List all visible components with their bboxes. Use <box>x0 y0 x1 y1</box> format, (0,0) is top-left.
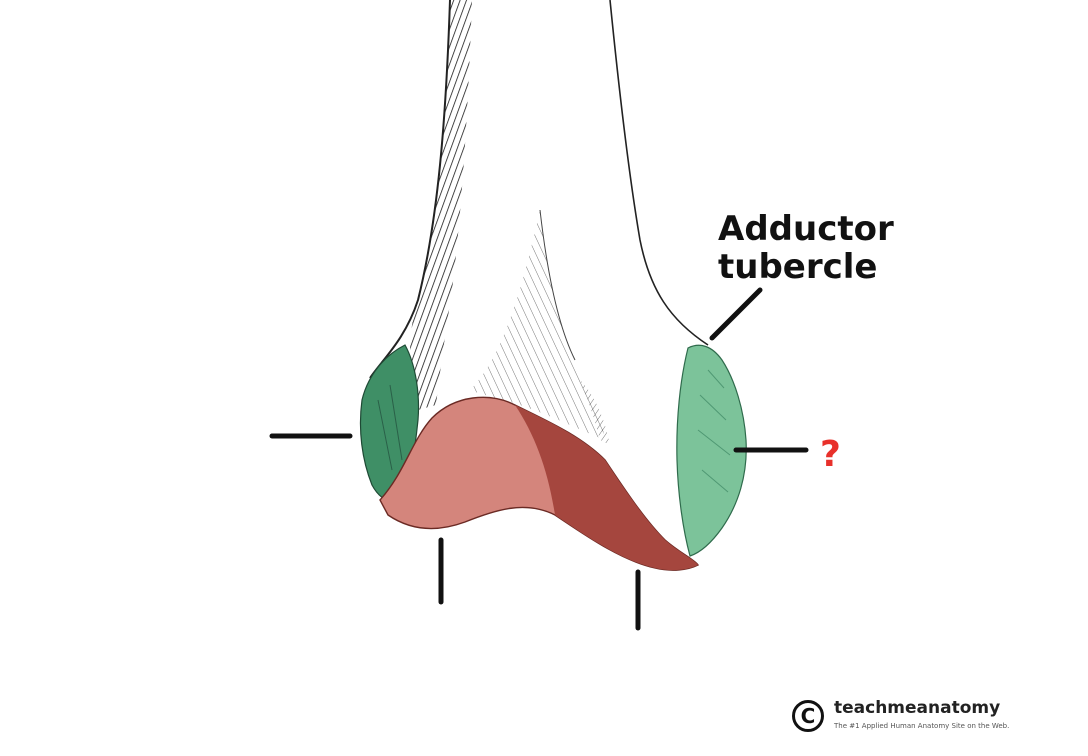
watermark-tagline: The #1 Applied Human Anatomy Site on the… <box>834 722 1010 730</box>
teachmeanatomy-watermark: C teachmeanatomy The #1 Applied Human An… <box>792 698 1072 742</box>
pointer-line-adductor <box>709 287 763 341</box>
unknown-label: ? <box>820 434 841 475</box>
adductor-tubercle-region <box>676 344 747 557</box>
adductor-label-line2: tubercle <box>718 247 878 287</box>
watermark-brand: teachmeanatomy <box>834 698 1001 718</box>
copyright-icon: C <box>792 700 824 732</box>
adductor-label-line1: Adductor <box>718 209 894 249</box>
